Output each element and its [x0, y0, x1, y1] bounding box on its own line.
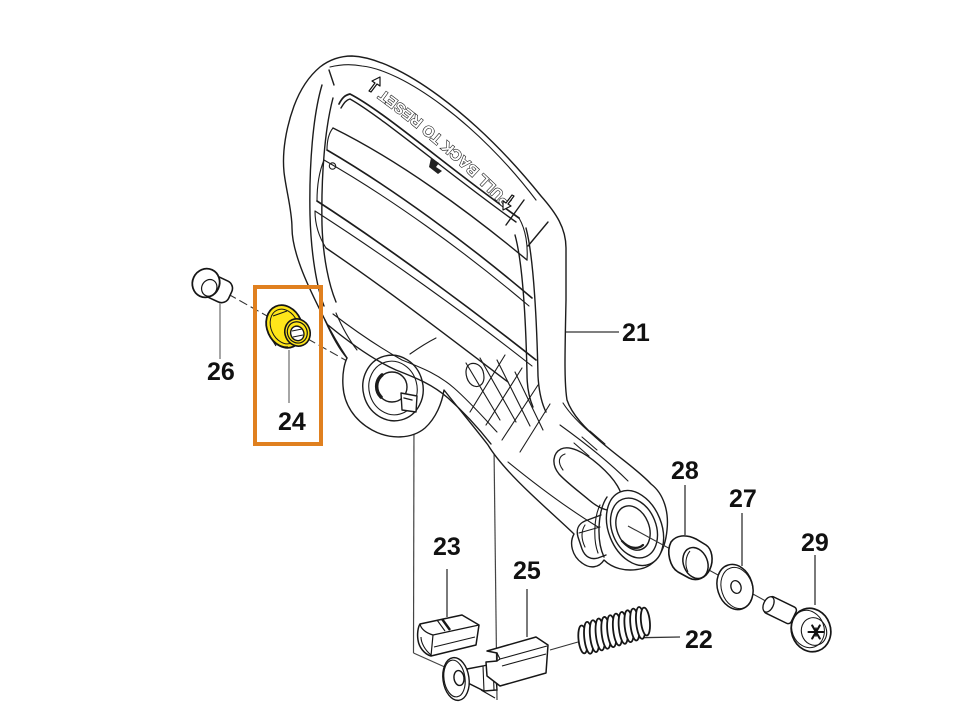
svg-text:27: 27 — [729, 485, 757, 513]
svg-text:25: 25 — [513, 557, 541, 585]
svg-text:28: 28 — [671, 457, 699, 485]
svg-text:22: 22 — [685, 626, 713, 654]
svg-text:29: 29 — [801, 529, 829, 557]
svg-text:26: 26 — [207, 358, 235, 386]
svg-text:24: 24 — [278, 408, 306, 436]
svg-text:21: 21 — [622, 319, 650, 347]
svg-text:23: 23 — [433, 533, 461, 561]
